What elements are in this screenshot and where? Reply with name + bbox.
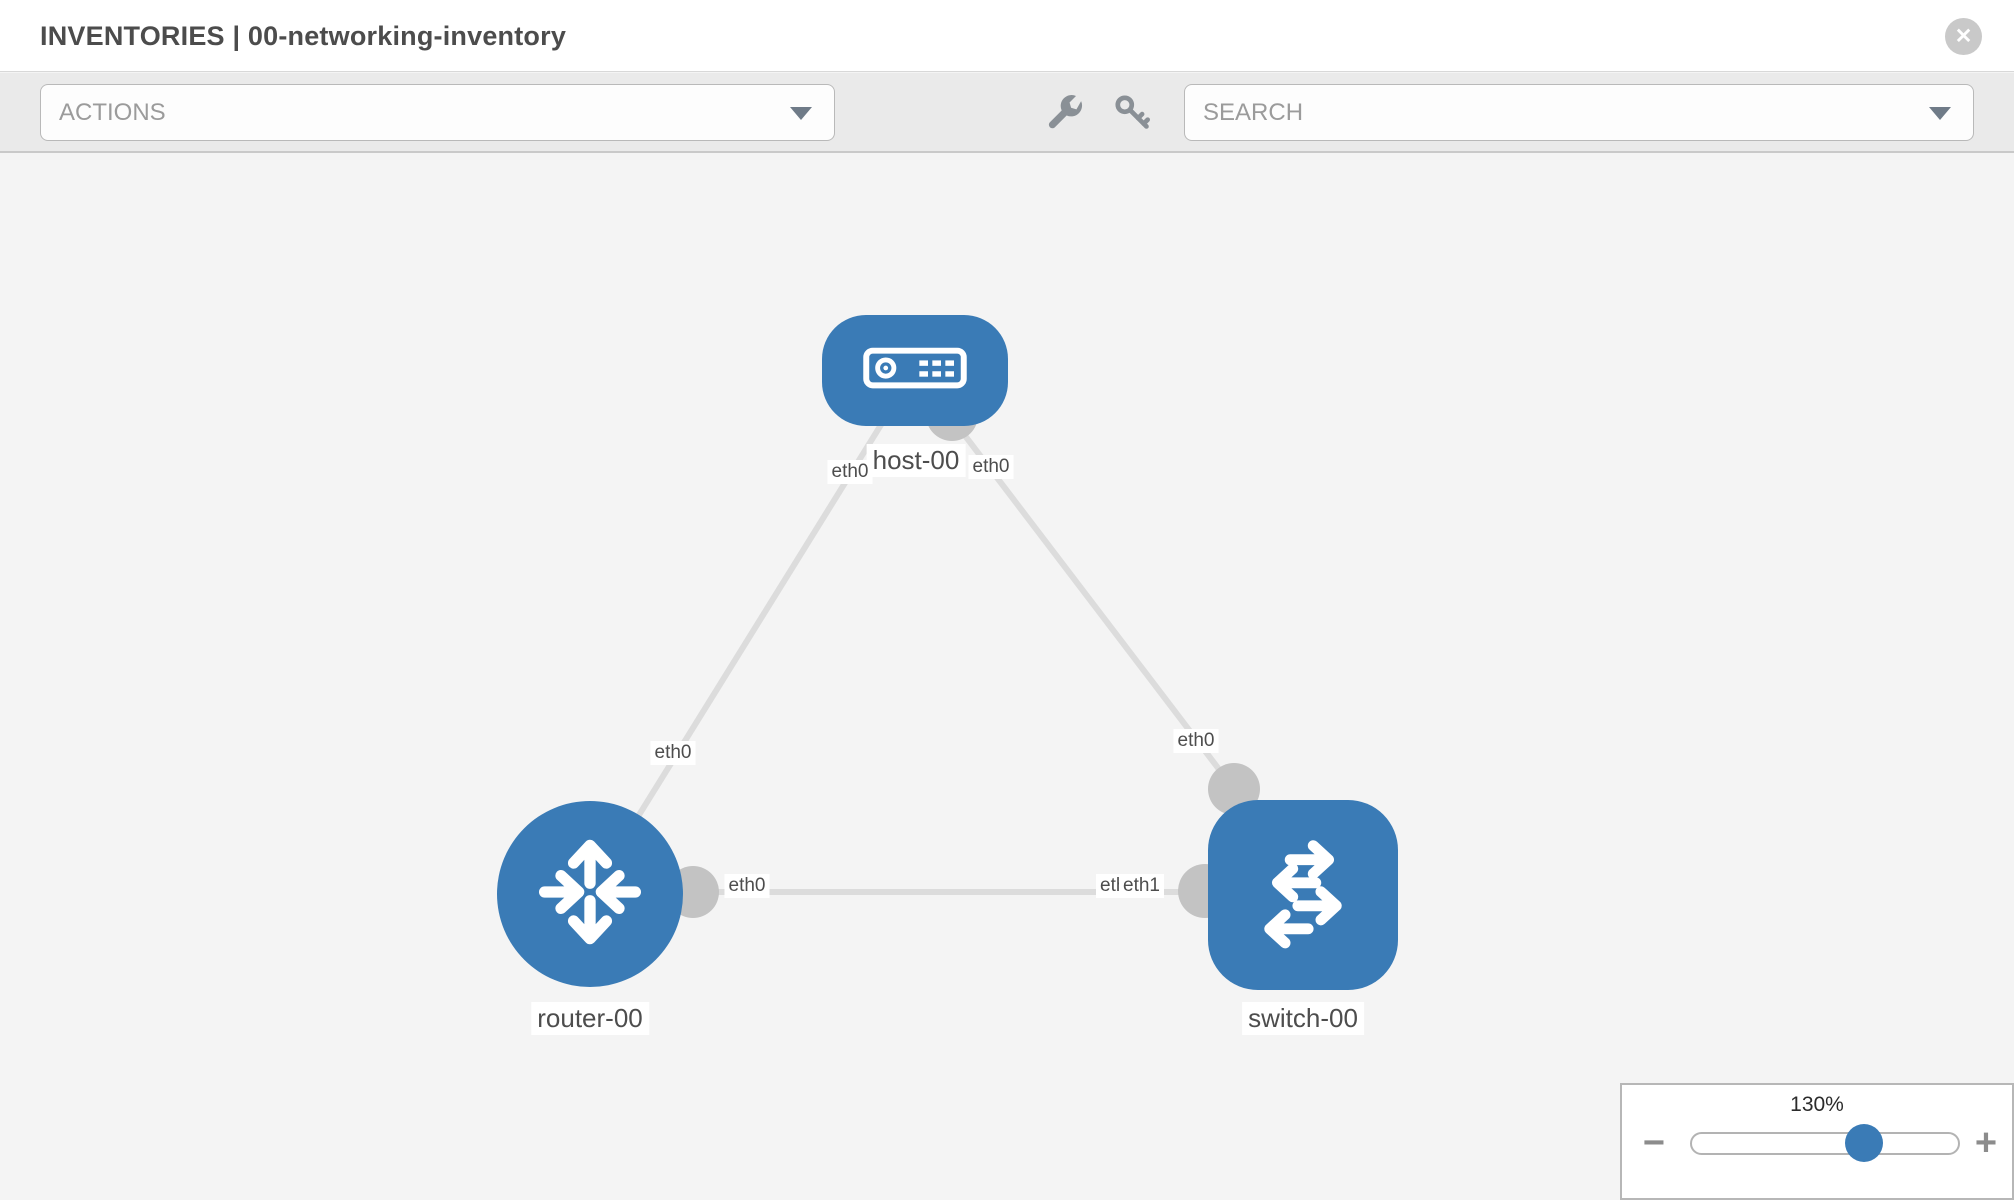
label-host-00: host-00	[866, 444, 966, 477]
label-switch-00: switch-00	[1242, 1002, 1364, 1035]
configure-button[interactable]	[1040, 89, 1088, 137]
if-label-switch-eth0-top: eth0	[1173, 729, 1219, 753]
chevron-down-icon	[1929, 107, 1951, 120]
topology-canvas[interactable]: host-00 router-00 switch-00 eth0 eth0 et…	[0, 155, 2014, 1200]
switch-icon	[1239, 829, 1367, 962]
search-input[interactable]	[1185, 85, 1973, 140]
if-label-host-eth0-left: eth0	[827, 460, 873, 484]
if-label-switch-eth1-left: eth1	[1119, 874, 1164, 898]
zoom-slider-handle[interactable]	[1845, 1124, 1883, 1162]
close-icon: ✕	[1954, 25, 1973, 48]
close-button[interactable]: ✕	[1945, 18, 1982, 55]
host-icon	[863, 346, 967, 395]
node-router-00[interactable]	[497, 801, 683, 987]
zoom-level-value: 130%	[1790, 1093, 1844, 1116]
key-icon	[1112, 92, 1152, 135]
if-label-router-eth0-top: eth0	[650, 741, 696, 765]
topology-links	[587, 368, 1303, 918]
search-dropdown[interactable]	[1184, 84, 1974, 141]
if-label-router-eth0-right: eth0	[724, 874, 770, 898]
wrench-icon	[1044, 92, 1084, 135]
zoom-out-button[interactable]: −	[1634, 1121, 1674, 1165]
toolbar: ACTIONS	[0, 73, 2014, 153]
modal-header: INVENTORIES | 00-networking-inventory ✕	[0, 0, 2014, 72]
if-label-host-eth0-right: eth0	[968, 455, 1014, 479]
key-button[interactable]	[1108, 89, 1156, 137]
router-icon	[527, 829, 653, 960]
zoom-control-panel: 130% − +	[1620, 1083, 2014, 1200]
actions-dropdown[interactable]: ACTIONS	[40, 84, 835, 141]
label-router-00: router-00	[531, 1002, 649, 1035]
switch-icon-node[interactable]	[1208, 800, 1398, 990]
chevron-down-icon	[790, 107, 812, 120]
link-host-router	[587, 368, 918, 896]
actions-dropdown-label: ACTIONS	[59, 99, 166, 126]
node-host-00[interactable]	[822, 315, 1008, 426]
link-host-switch	[912, 368, 1237, 791]
zoom-in-button[interactable]: +	[1966, 1121, 2006, 1165]
page-title: INVENTORIES | 00-networking-inventory	[40, 21, 567, 51]
zoom-slider-track[interactable]	[1690, 1132, 1960, 1155]
